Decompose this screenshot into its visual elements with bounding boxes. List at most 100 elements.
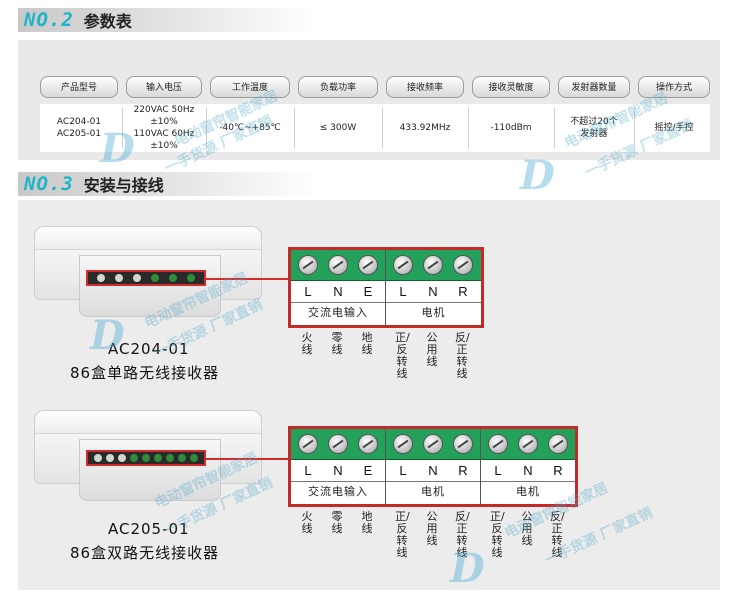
screw-icon <box>393 434 413 454</box>
cell-voltage-2-tol: ±10% <box>150 141 178 151</box>
column-divider <box>294 108 295 148</box>
device-cover <box>35 227 261 250</box>
terminal-letter: E <box>363 463 373 478</box>
leader-line <box>206 458 290 460</box>
terminal-group-label: 电机 <box>421 306 446 319</box>
divider <box>481 481 575 482</box>
terminal-group-label: 交流电输入 <box>308 485 368 498</box>
column-divider <box>468 108 469 148</box>
terminal-letter: L <box>304 463 312 478</box>
screw-icon <box>423 255 443 275</box>
wire-label: 公用线 <box>521 510 533 547</box>
header-model: 产品型号 <box>40 76 118 98</box>
terminal-screw-icon <box>142 454 150 462</box>
screw-icon <box>328 255 348 275</box>
terminal-group-ac-input: L N E 交流电输入 <box>291 250 386 325</box>
column-divider <box>122 108 123 148</box>
terminal-screw-icon <box>130 454 138 462</box>
section-number: NO.2 <box>24 9 74 31</box>
cell-voltage: 220VAC 50Hz ±10% 110VAC 60Hz ±10% <box>126 104 202 152</box>
terminal-letter: L <box>399 284 407 299</box>
terminal-screw-icon <box>187 274 195 282</box>
leader-line <box>206 278 290 280</box>
cell-model-1: AC204-01 <box>56 117 102 127</box>
screw-icon <box>298 434 318 454</box>
wire-label: 反/正转线 <box>455 510 470 559</box>
terminal-block-dual: L N E 交流电输入 L N R 电机 L N R 电机 <box>288 426 578 507</box>
wire-label: 零线 <box>331 331 343 356</box>
cell-transmitters-1: 不超过20个 <box>570 117 618 127</box>
device-image-dual <box>34 410 262 501</box>
terminal-group-label: 电机 <box>516 485 540 498</box>
header-load: 负载功率 <box>298 76 378 98</box>
terminal-group-motor: L N R 电机 <box>386 250 481 325</box>
wire-label: 正/反转线 <box>395 510 410 559</box>
screw-icon <box>358 434 378 454</box>
terminal-group-motor-1: L N R 电机 <box>386 429 481 504</box>
terminal-screw-icon <box>94 454 102 462</box>
screw-icon <box>298 255 318 275</box>
terminal-group-motor-2: L N R 电机 <box>481 429 575 504</box>
screw-icon <box>548 434 568 454</box>
terminal-letter: N <box>523 463 533 478</box>
device-name: 86盒单路无线接收器 <box>70 364 220 382</box>
cell-voltage-1-tol: ±10% <box>150 117 178 127</box>
terminal-screw-icon <box>115 274 123 282</box>
wire-label: 正/反转线 <box>395 331 410 380</box>
terminal-letter: N <box>428 284 438 299</box>
cell-transmitters: 不超过20个 发射器 <box>558 104 630 152</box>
column-divider <box>554 108 555 148</box>
terminal-letter: L <box>304 284 312 299</box>
device-name: 86盒双路无线接收器 <box>70 544 220 562</box>
terminal-letter: L <box>399 463 407 478</box>
terminal-screw-icon <box>118 454 126 462</box>
screw-icon <box>358 255 378 275</box>
column-divider <box>382 108 383 148</box>
watermark-logo-icon: D <box>520 152 555 199</box>
wire-label: 公用线 <box>426 510 438 547</box>
watermark-logo-icon: D <box>450 545 485 592</box>
wire-label: 零线 <box>331 510 343 535</box>
cell-model: AC204-01 AC205-01 <box>40 104 118 152</box>
section-title: 参数表 <box>83 12 132 31</box>
terminal-letter: R <box>458 284 468 299</box>
wire-label: 公用线 <box>426 331 438 368</box>
screw-icon <box>453 434 473 454</box>
cell-voltage-1: 220VAC 50Hz <box>133 105 195 115</box>
section-number: NO.3 <box>24 173 74 195</box>
wire-label: 正/反转线 <box>490 510 505 559</box>
device-body <box>79 255 221 317</box>
screw-icon <box>488 434 508 454</box>
cell-voltage-2: 110VAC 60Hz <box>133 129 195 139</box>
wire-label: 地线 <box>361 331 373 356</box>
cell-operation: 摇控/手控 <box>654 123 694 133</box>
terminal-screw-icon <box>166 454 174 462</box>
wire-label: 地线 <box>361 510 373 535</box>
header-transmitters: 发射器数量 <box>558 76 630 98</box>
divider <box>386 302 481 303</box>
cell-model-2: AC205-01 <box>56 129 102 139</box>
screw-icon <box>518 434 538 454</box>
device-model: AC204-01 <box>108 340 190 358</box>
terminal-screw-icon <box>190 454 198 462</box>
header-temperature: 工作温度 <box>210 76 290 98</box>
column-divider <box>206 108 207 148</box>
terminal-letter: N <box>428 463 438 478</box>
screw-icon <box>328 434 348 454</box>
terminal-screw-icon <box>97 274 105 282</box>
cell-frequency: 433.92MHz <box>399 123 451 133</box>
cell-load: ≤ 300W <box>319 123 357 133</box>
device-image-single <box>34 226 262 317</box>
wire-label: 反/正转线 <box>550 510 565 559</box>
terminal-strip-photo <box>86 270 206 286</box>
divider <box>291 302 385 303</box>
terminal-block-single: L N E 交流电输入 L N R 电机 <box>288 247 484 328</box>
screw-icon <box>453 255 473 275</box>
cell-sensitivity: -110dBm <box>490 123 532 133</box>
terminal-letter: R <box>458 463 468 478</box>
screw-icon <box>423 434 443 454</box>
terminal-screw-icon <box>169 274 177 282</box>
table-row: AC204-01 AC205-01 220VAC 50Hz ±10% 110VA… <box>40 104 710 152</box>
terminal-screw-icon <box>106 454 114 462</box>
terminal-letter: R <box>553 463 563 478</box>
